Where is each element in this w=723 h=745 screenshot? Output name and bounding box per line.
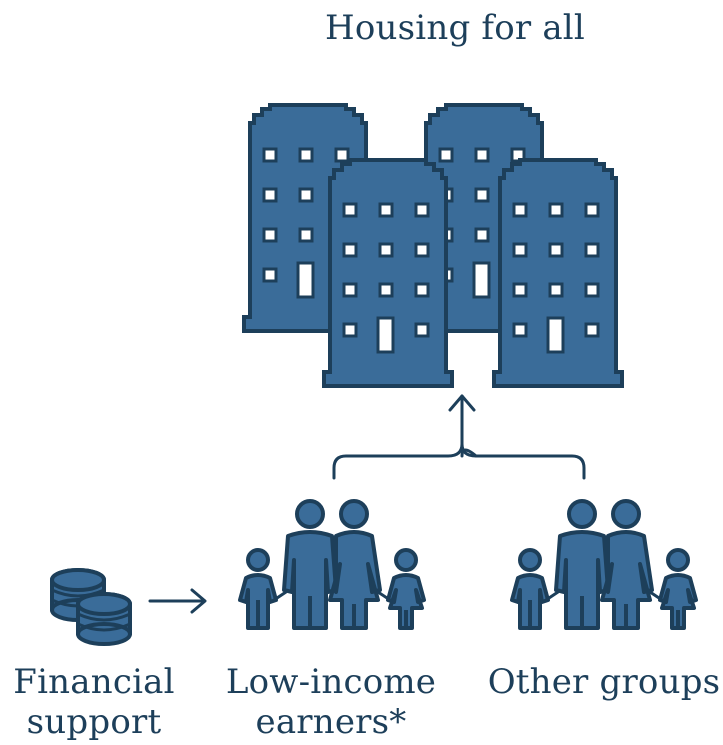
diagram-title: Housing for all <box>325 8 585 48</box>
arrow-up-icon <box>332 394 586 480</box>
financial-support-line-2: support <box>26 702 162 742</box>
low-income-line-2: earners* <box>255 702 407 742</box>
building-icon <box>492 158 624 388</box>
financial-support-label: Financial support <box>4 662 184 742</box>
coins-icon <box>50 568 132 646</box>
family-icon <box>510 499 698 630</box>
other-groups-label: Other groups <box>487 662 721 702</box>
low-income-line-1: Low-income <box>225 662 437 702</box>
building-icon <box>322 158 454 388</box>
arrow-right-icon <box>148 588 207 614</box>
financial-support-line-1: Financial <box>13 662 175 702</box>
family-icon <box>238 499 426 630</box>
low-income-label: Low-income earners* <box>212 662 450 742</box>
